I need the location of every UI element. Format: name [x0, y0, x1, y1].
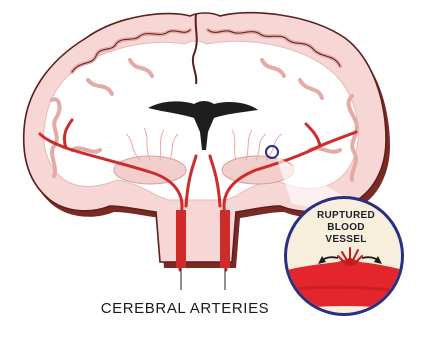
inset-label-line-3: VESSEL [300, 234, 392, 246]
inset-label-line-2: BLOOD [300, 222, 392, 234]
inset-label-line-1: RUPTURED [300, 210, 392, 222]
diagram-caption: CEREBRAL ARTERIES [90, 300, 280, 317]
